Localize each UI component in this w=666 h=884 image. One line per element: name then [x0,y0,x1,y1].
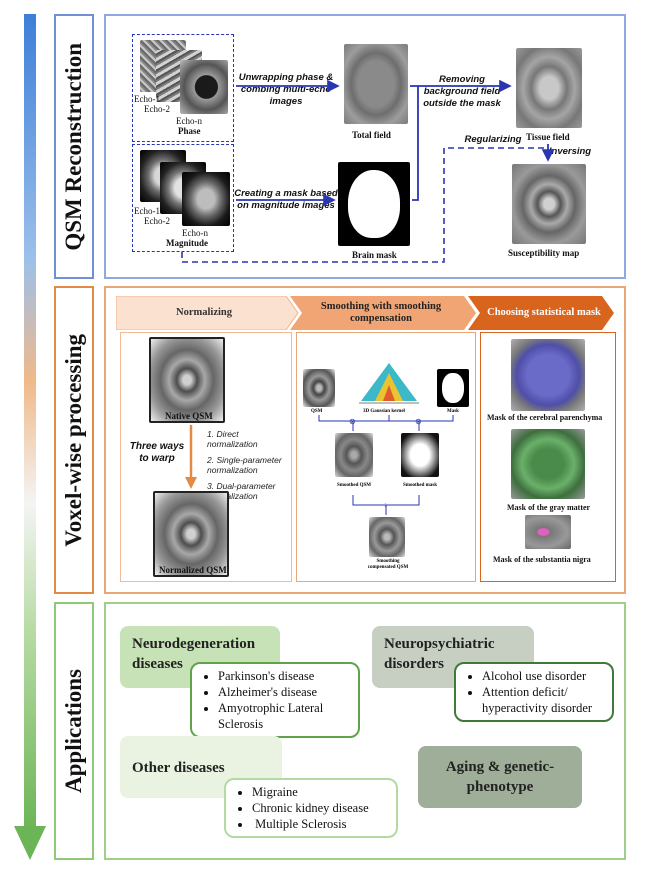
phase-echo-2: Echo-2 [144,104,170,114]
voxel-wise-processing-panel: Normalizing Smoothing with smoothing com… [104,286,626,594]
cerebral-mask-image [511,339,585,411]
magnitude-image-n [182,172,230,226]
warp-method-1: 1. Direct normalization [207,429,258,449]
other-item: Multiple Sclerosis [252,816,386,832]
normalized-qsm-image [153,491,229,577]
magnitude-echo-n: Echo-n [182,228,208,238]
phase-label: Phase [178,126,201,136]
cerebral-mask-label: Mask of the cerebral parenchyma [487,413,603,422]
smoothed-qsm-image [335,433,373,477]
other-diseases-title: Other diseases [120,736,282,798]
step-smoothing: Smoothing with smoothing compensation [320,301,442,324]
total-field-image [344,44,408,124]
normalized-qsm-label: Normalized QSM [159,565,227,575]
step-chevrons [116,296,614,330]
section-label-applications: Applications [54,602,94,860]
susceptibility-map-image [512,164,586,244]
smoothing-connectors [318,415,454,515]
neurodegeneration-list: Parkinson's disease Alzheimer's disease … [190,662,360,738]
section-label-qsm: QSM Reconstruction [54,14,94,279]
voxel-wise-processing-title: Voxel-wise processing [61,333,86,547]
qsm-reconstruction-title: QSM Reconstruction [61,42,86,251]
other-diseases-list: Migraine Chronic kidney disease Multiple… [224,778,398,838]
smooth-qsm-label: QSM [311,409,323,414]
unwrap-step-text: Unwrapping phase & combing multi-echo im… [238,72,334,107]
neuropsych-item: Attention deficit/ hyperactivity disorde… [482,684,602,716]
magnitude-echo-2: Echo-2 [144,216,170,226]
process-flow-arrow [14,14,46,860]
neurodeg-item: Parkinson's disease [218,668,348,684]
remove-background-text: Removing background field outside the ma… [423,74,501,109]
applications-panel: Neurodegeneration diseases Parkinson's d… [104,602,626,860]
native-qsm-image [149,337,225,423]
other-item: Chronic kidney disease [252,800,386,816]
phase-echo-1: Echo-1 [134,94,160,104]
gray-matter-mask-label: Mask of the gray matter [507,503,591,512]
brain-mask-label: Brain mask [352,250,397,260]
smoothed-mask-label: Smoothed mask [403,483,438,488]
warp-method-3: 3. Dual-parameter normalization [207,481,276,501]
tissue-field-image [516,48,582,128]
conv-operator-1: ⊗ [349,417,356,426]
substantia-nigra-mask-label: Mask of the substantia nigra [493,555,591,564]
applications-title: Applications [61,669,86,793]
other-item: Migraine [252,784,386,800]
compensated-qsm-image [369,517,405,557]
neuropsychiatric-list: Alcohol use disorder Attention deficit/ … [454,662,614,722]
normalizing-panel: Native QSM Three ways to warp 1. Direct … [120,332,292,582]
section-label-voxel: Voxel-wise processing [54,286,94,594]
substantia-nigra-mask-image [525,515,571,549]
div-operator: ÷ [383,501,388,510]
kernel-label: 3D Gaussian kernel [363,409,405,414]
smooth-mask-label: Mask [447,409,459,414]
magnitude-label: Magnitude [166,238,209,248]
magnitude-echo-1: Echo-1 [134,206,160,216]
neuropsych-item: Alcohol use disorder [482,668,602,684]
phase-image-n [180,60,228,114]
step-choosing-mask: Choosing statistical mask [487,307,601,318]
smoothed-mask-image [401,433,439,477]
magnitude-group [132,144,234,252]
brain-mask-image [338,162,410,246]
kernel-plot [357,359,421,409]
compensated-qsm-label: Smoothing compensated QSM [367,559,409,570]
neurodeg-item: Amyotrophic Lateral Sclerosis [218,700,348,732]
warp-arrow [185,425,197,489]
susceptibility-map-label: Susceptibility map [508,248,580,258]
gray-matter-mask-image [511,429,585,499]
three-ways-label: Three ways to warp [129,441,185,464]
smooth-mask-image [437,369,469,407]
total-field-label: Total field [352,130,391,140]
step-normalizing: Normalizing [176,307,232,318]
tissue-field-label: Tissue field [526,132,570,142]
warp-methods: 1. Direct normalization 2. Single-parame… [207,429,291,501]
inversing-label: Inversing [548,146,592,157]
native-qsm-label: Native QSM [165,411,213,421]
mask-step-text: Creating a mask based on magnitude image… [234,188,338,211]
statistical-mask-panel: Mask of the cerebral parenchyma Mask of … [480,332,616,582]
phase-echo-n: Echo-n [176,116,202,126]
smoothing-panel: QSM 3D Gaussian kernel Mask ⊗ ⊗ Smoothed… [296,332,476,582]
smoothed-qsm-label: Smoothed QSM [337,483,372,488]
warp-method-2: 2. Single-parameter normalization [207,455,282,475]
qsm-reconstruction-panel: Echo-1 Echo-2 Echo-n Phase Echo-1 Echo-2… [104,14,626,279]
regularizing-label: Regularizing [464,134,522,145]
conv-operator-2: ⊗ [415,417,422,426]
aging-genetic-title: Aging & genetic-phenotype [418,746,582,808]
phase-group [132,34,234,142]
smooth-qsm-image [303,369,335,407]
recon-arrows [181,79,555,263]
neurodeg-item: Alzheimer's disease [218,684,348,700]
